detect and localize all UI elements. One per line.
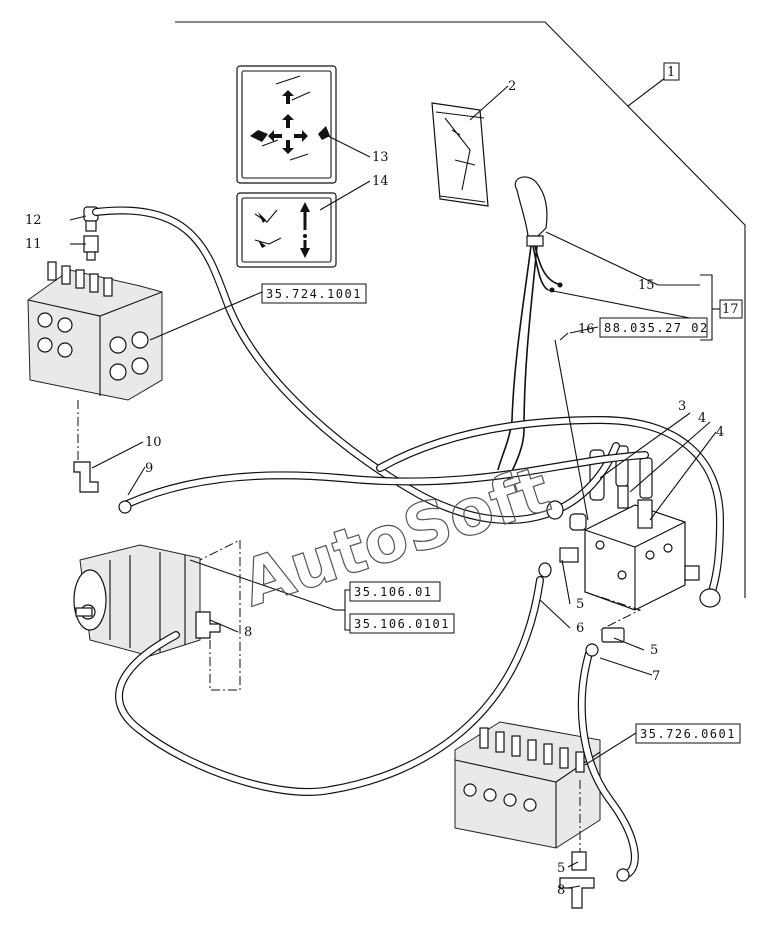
joystick-handle [497,176,563,481]
pilot-valve-block [569,504,700,611]
callout-5b: 5 [650,643,658,658]
callout-8b: 8 [557,883,565,898]
callout-4a: 4 [698,411,706,426]
connection-lines [77,400,642,852]
callout-4b: 4 [716,425,724,440]
callout-6: 6 [576,621,584,636]
callout-16: 16 [578,322,595,337]
callout-8a: 8 [244,625,252,640]
callout-5c: 5 [557,861,565,876]
callout-3: 3 [678,399,686,414]
callout-15: 15 [638,278,655,293]
callout-7: 7 [652,669,660,684]
callout-11: 11 [25,237,42,252]
main-control-valve [27,261,163,401]
hydraulic-pump [73,544,201,657]
hose-end-caps [118,500,721,882]
decal-controls-pattern [236,65,337,184]
ref-pump-alt: 35.106.0101 [354,617,450,631]
ref-main-valve: 35.724.1001 [266,287,362,301]
callout-2: 2 [508,79,516,94]
ref-joystick: 88.035.27 02 [604,321,709,335]
callout-9: 9 [145,461,153,476]
loader-control-valve [454,721,601,849]
callout-1: 1 [667,65,675,80]
ref-pump: 35.106.01 [354,585,433,599]
reference-boxes: 35.724.1001 88.035.27 02 35.106.01 35.10… [261,62,743,744]
callout-12: 12 [25,213,42,228]
callout-17: 17 [722,302,739,317]
assembly-outline [175,21,746,598]
ref-loader-valve: 35.726.0601 [640,727,736,741]
callout-14: 14 [372,174,389,189]
callout-13: 13 [372,150,389,165]
operator-manual [431,102,489,207]
callout-numbers: 2 3 4 4 5 6 5 7 8 5 8 9 10 11 12 13 14 1… [25,79,724,898]
leader-lines [69,77,720,889]
callout-5a: 5 [576,597,584,612]
decal-lift-pattern [236,192,337,268]
callout-10: 10 [145,435,162,450]
